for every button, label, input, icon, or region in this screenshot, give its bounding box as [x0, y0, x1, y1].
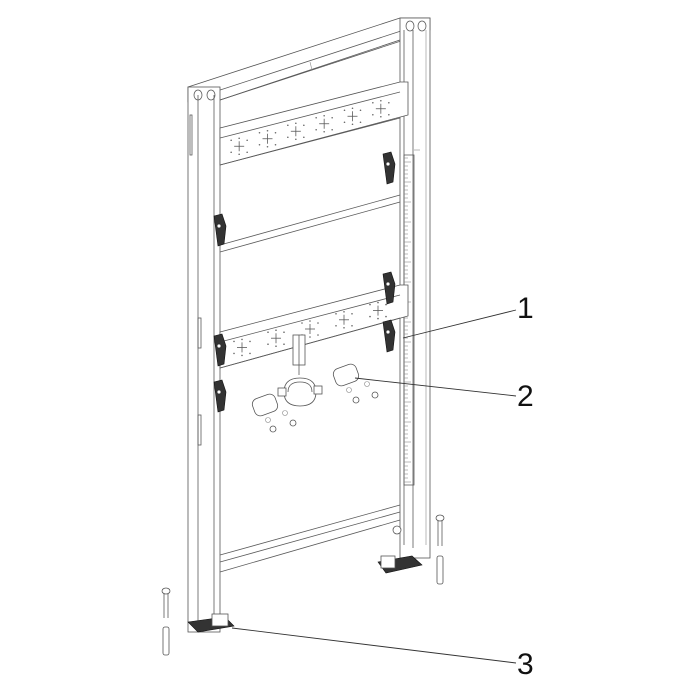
pipe-clamp-assembly: [251, 334, 379, 433]
crossbar-bottom: [219, 504, 401, 573]
hole-pattern-upper: [230, 99, 390, 156]
crossbar-lower: [219, 284, 409, 369]
foot-left: [187, 613, 235, 633]
crossbar-upper: [219, 81, 409, 166]
hole-pattern-lower: [233, 301, 387, 357]
scale-ticks: [404, 157, 411, 483]
anchor-left: [161, 587, 171, 656]
leader-line-1: [402, 309, 517, 339]
height-scale: [403, 149, 420, 486]
anchor-right: [435, 514, 445, 585]
callout-2: 2: [517, 380, 534, 413]
crossbar-middle: [219, 194, 401, 253]
callout-1: 1: [517, 292, 534, 325]
callout-3: 3: [517, 648, 534, 681]
leader-line-2: [354, 377, 517, 397]
leader-line-3: [231, 627, 517, 664]
mounting-plate-right: [332, 363, 360, 387]
bracket-clamps: [213, 151, 396, 413]
left-upright: [187, 86, 221, 633]
screws: [265, 381, 379, 433]
mounting-plate-left: [251, 393, 279, 417]
foot-right: [377, 525, 423, 574]
